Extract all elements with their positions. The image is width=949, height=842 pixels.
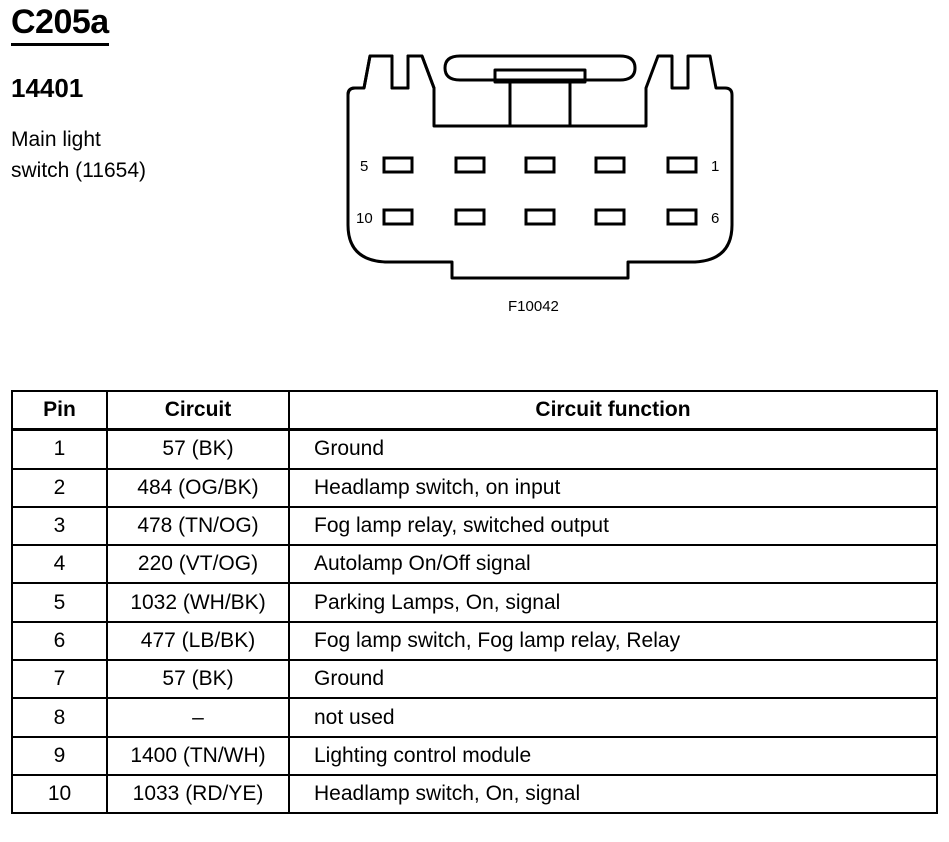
latch-key [508, 80, 572, 128]
connector-housing [346, 54, 734, 280]
cell-function: Lighting control module [288, 735, 938, 776]
cell-circuit: 220 (VT/OG) [106, 544, 290, 585]
connector-latch [443, 54, 637, 82]
description-line-2: switch (11654) [11, 159, 147, 182]
pin-cavity [524, 156, 556, 174]
cell-function: Headlamp switch, On, signal [288, 773, 938, 815]
cell-function: Fog lamp switch, Fog lamp relay, Relay [288, 620, 938, 662]
table-row: 7 57 (BK) Ground [11, 659, 938, 700]
pin-label-10: 10 [356, 210, 373, 227]
table-row: 9 1400 (TN/WH) Lighting control module [11, 735, 938, 776]
cell-circuit: 57 (BK) [106, 428, 290, 470]
cell-pin: 3 [11, 505, 108, 547]
pin-cavity [666, 208, 698, 226]
cell-pin: 1 [11, 428, 108, 470]
cell-function: Ground [288, 659, 938, 700]
cell-pin: 5 [11, 582, 108, 623]
table-row: 5 1032 (WH/BK) Parking Lamps, On, signal [11, 582, 938, 623]
table-row: 10 1033 (RD/YE) Headlamp switch, On, sig… [11, 773, 938, 815]
cell-function: Ground [288, 428, 938, 470]
cell-circuit: – [106, 697, 290, 738]
cell-pin: 4 [11, 544, 108, 585]
cell-circuit: 478 (TN/OG) [106, 505, 290, 547]
connector-id-title: C205a [11, 2, 109, 46]
pin-cavity [382, 208, 414, 226]
cell-function: Fog lamp relay, switched output [288, 505, 938, 547]
pin-cavity [382, 156, 414, 174]
cell-circuit: 477 (LB/BK) [106, 620, 290, 662]
pin-cavity [594, 156, 626, 174]
connector-description: Main light switch (11654) [11, 124, 231, 186]
table-row: 4 220 (VT/OG) Autolamp On/Off signal [11, 544, 938, 585]
cell-pin: 10 [11, 773, 108, 815]
cell-circuit: 1032 (WH/BK) [106, 582, 290, 623]
cell-pin: 7 [11, 659, 108, 700]
header-function: Circuit function [288, 390, 938, 431]
cell-circuit: 57 (BK) [106, 659, 290, 700]
figure-label: F10042 [508, 298, 559, 315]
pin-table: Pin Circuit Circuit function 1 57 (BK) G… [11, 390, 938, 815]
part-number: 14401 [11, 73, 84, 103]
table-row: 6 477 (LB/BK) Fog lamp switch, Fog lamp … [11, 620, 938, 662]
cell-pin: 8 [11, 697, 108, 738]
cell-function: Headlamp switch, on input [288, 467, 938, 508]
header-circuit: Circuit [106, 390, 290, 431]
cell-circuit: 484 (OG/BK) [106, 467, 290, 508]
table-header-row: Pin Circuit Circuit function [11, 390, 938, 431]
cell-circuit: 1400 (TN/WH) [106, 735, 290, 776]
cell-pin: 9 [11, 735, 108, 776]
cell-function: Parking Lamps, On, signal [288, 582, 938, 623]
pin-cavity [666, 156, 698, 174]
cell-function: not used [288, 697, 938, 738]
pin-label-6: 6 [711, 210, 719, 227]
table-row: 2 484 (OG/BK) Headlamp switch, on input [11, 467, 938, 508]
description-line-1: Main light [11, 128, 101, 151]
cell-circuit: 1033 (RD/YE) [106, 773, 290, 815]
table-row: 1 57 (BK) Ground [11, 428, 938, 470]
header-pin: Pin [11, 390, 108, 431]
pin-cavity [524, 208, 556, 226]
pin-label-1: 1 [711, 158, 719, 175]
cell-pin: 6 [11, 620, 108, 662]
pin-label-5: 5 [360, 158, 368, 175]
pin-cavity [454, 208, 486, 226]
pin-cavity [454, 156, 486, 174]
table-row: 3 478 (TN/OG) Fog lamp relay, switched o… [11, 505, 938, 547]
connector-face-diagram: 5 1 10 6 [346, 54, 734, 280]
pin-cavity [594, 208, 626, 226]
cell-function: Autolamp On/Off signal [288, 544, 938, 585]
table-row: 8 – not used [11, 697, 938, 738]
cell-pin: 2 [11, 467, 108, 508]
